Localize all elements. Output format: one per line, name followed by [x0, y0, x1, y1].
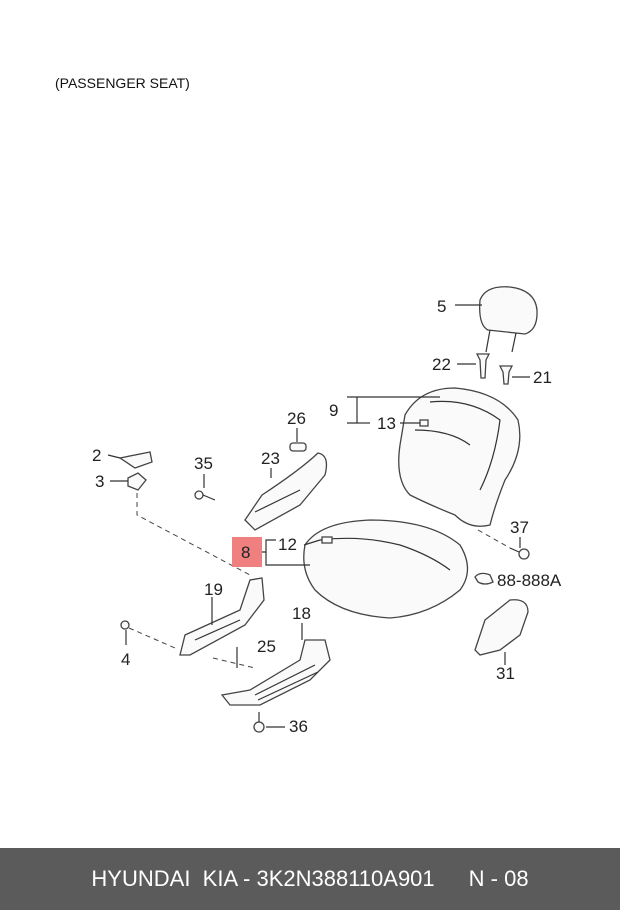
callout-8-highlight: [232, 537, 262, 567]
callout-88-888a: 88-888A: [497, 571, 562, 590]
callout-4: 4: [121, 650, 130, 669]
callout-2: 2: [92, 446, 101, 465]
callout-3: 3: [95, 472, 104, 491]
callout-21: 21: [533, 368, 552, 387]
seat-slide-19[interactable]: [179, 577, 265, 656]
headrest-guide-21[interactable]: [498, 365, 514, 385]
headrest-part[interactable]: [479, 286, 538, 353]
callout-31: 31: [496, 664, 515, 683]
clip-26[interactable]: [289, 442, 307, 452]
bracket-2[interactable]: [118, 451, 153, 469]
bolt-4[interactable]: [120, 620, 130, 630]
callout-37: 37: [510, 518, 529, 537]
bolt-36[interactable]: [253, 712, 265, 733]
callout-22: 22: [432, 355, 451, 374]
callout-23: 23: [261, 449, 280, 468]
side-cover-23[interactable]: [244, 452, 328, 531]
seat-back-part[interactable]: [398, 387, 521, 527]
callout-26: 26: [287, 409, 306, 428]
reference-part-88-888a[interactable]: [474, 572, 494, 585]
callout-18: 18: [292, 604, 311, 623]
seat-cushion-part[interactable]: [303, 519, 469, 619]
callout-19: 19: [204, 580, 223, 599]
callout-12: 12: [278, 535, 297, 554]
callout-35: 35: [194, 454, 213, 473]
headrest-guide-22[interactable]: [475, 353, 491, 379]
side-cover-31[interactable]: [474, 599, 529, 656]
callout-9: 9: [329, 401, 338, 420]
bolt-35[interactable]: [194, 490, 216, 501]
callout-36: 36: [289, 717, 308, 736]
footer-bar: HYUNDAI KIA - 3K2N388110A901 N - 08: [0, 848, 620, 910]
callout-5: 5: [437, 297, 446, 316]
callout-13: 13: [377, 414, 396, 433]
bolt-37[interactable]: [509, 547, 530, 560]
footer-part-number: HYUNDAI KIA - 3K2N388110A901: [91, 866, 435, 891]
nut-3[interactable]: [127, 472, 147, 491]
diagram-caption: (PASSENGER SEAT): [55, 75, 190, 91]
footer-page: N - 08: [468, 866, 529, 891]
callout-25: 25: [257, 637, 276, 656]
seat-slide-18[interactable]: [220, 639, 331, 706]
callout-8: 8: [241, 543, 250, 562]
